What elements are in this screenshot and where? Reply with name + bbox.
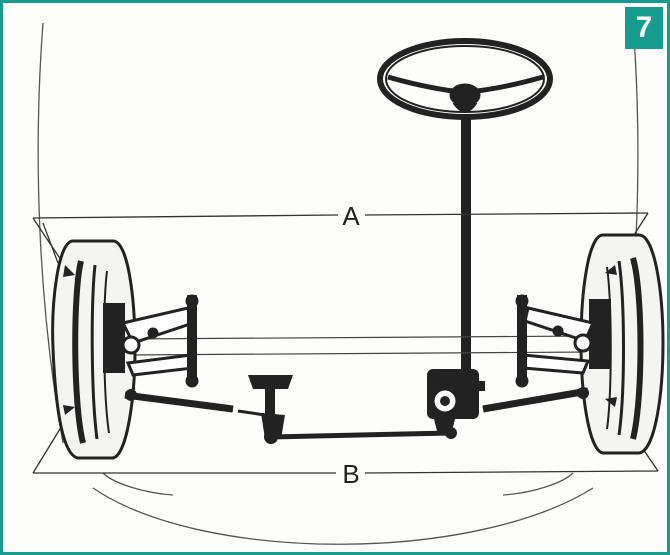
right-suspension [515, 294, 596, 388]
right-wheel [579, 233, 665, 455]
label-a: A [342, 201, 360, 231]
steering-gearbox [427, 369, 485, 439]
steering-suspension-diagram: A B [32, 22, 665, 545]
steering-wheel [377, 38, 553, 120]
left-suspension [120, 294, 199, 388]
figure-number-badge: 7 [625, 7, 663, 49]
centre-track-rod [270, 430, 452, 440]
reference-lines [122, 335, 594, 356]
steering-column [461, 115, 471, 370]
left-tie-rod [124, 389, 266, 417]
label-b: B [342, 459, 359, 489]
wheel-arrow-markers [63, 265, 617, 415]
left-wheel [51, 239, 137, 460]
right-tie-rod [482, 387, 589, 413]
idler-arm [248, 375, 293, 444]
